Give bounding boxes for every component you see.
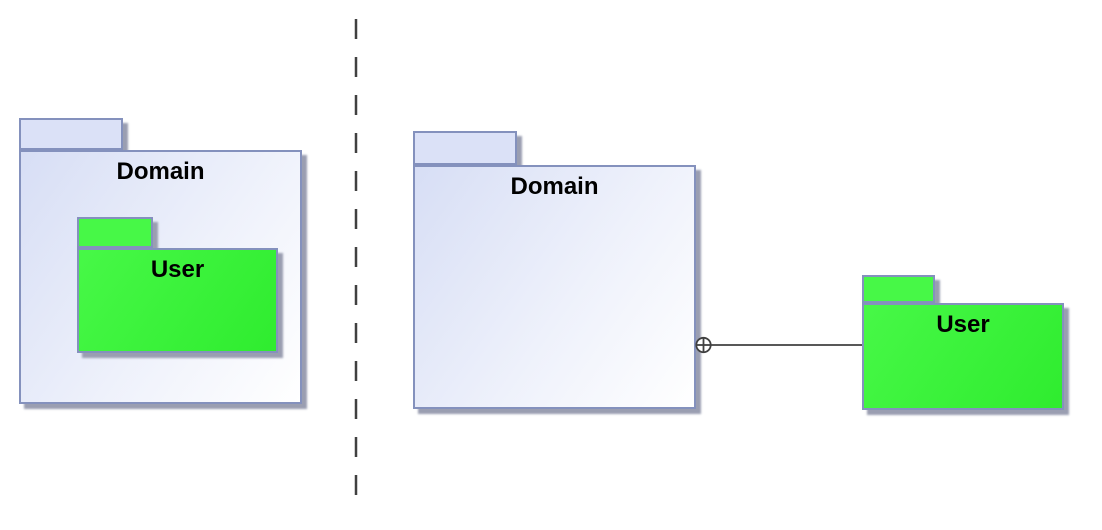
package-user-right-body: User: [862, 303, 1064, 410]
package-user-left-label: User: [150, 256, 205, 283]
package-domain-right-body: Domain: [413, 165, 696, 409]
package-domain-right-tab: [413, 131, 517, 165]
package-user-left-body: User: [77, 248, 278, 353]
package-domain-left-tab: [19, 118, 123, 150]
package-user-left-tab: [77, 217, 153, 248]
containment-circle-plus-icon: [695, 336, 712, 354]
package-domain-right-label: Domain: [510, 173, 599, 200]
package-user-right-label: User: [936, 311, 990, 338]
package-domain-left-label: Domain: [116, 158, 205, 185]
package-user-right-tab: [862, 275, 935, 303]
